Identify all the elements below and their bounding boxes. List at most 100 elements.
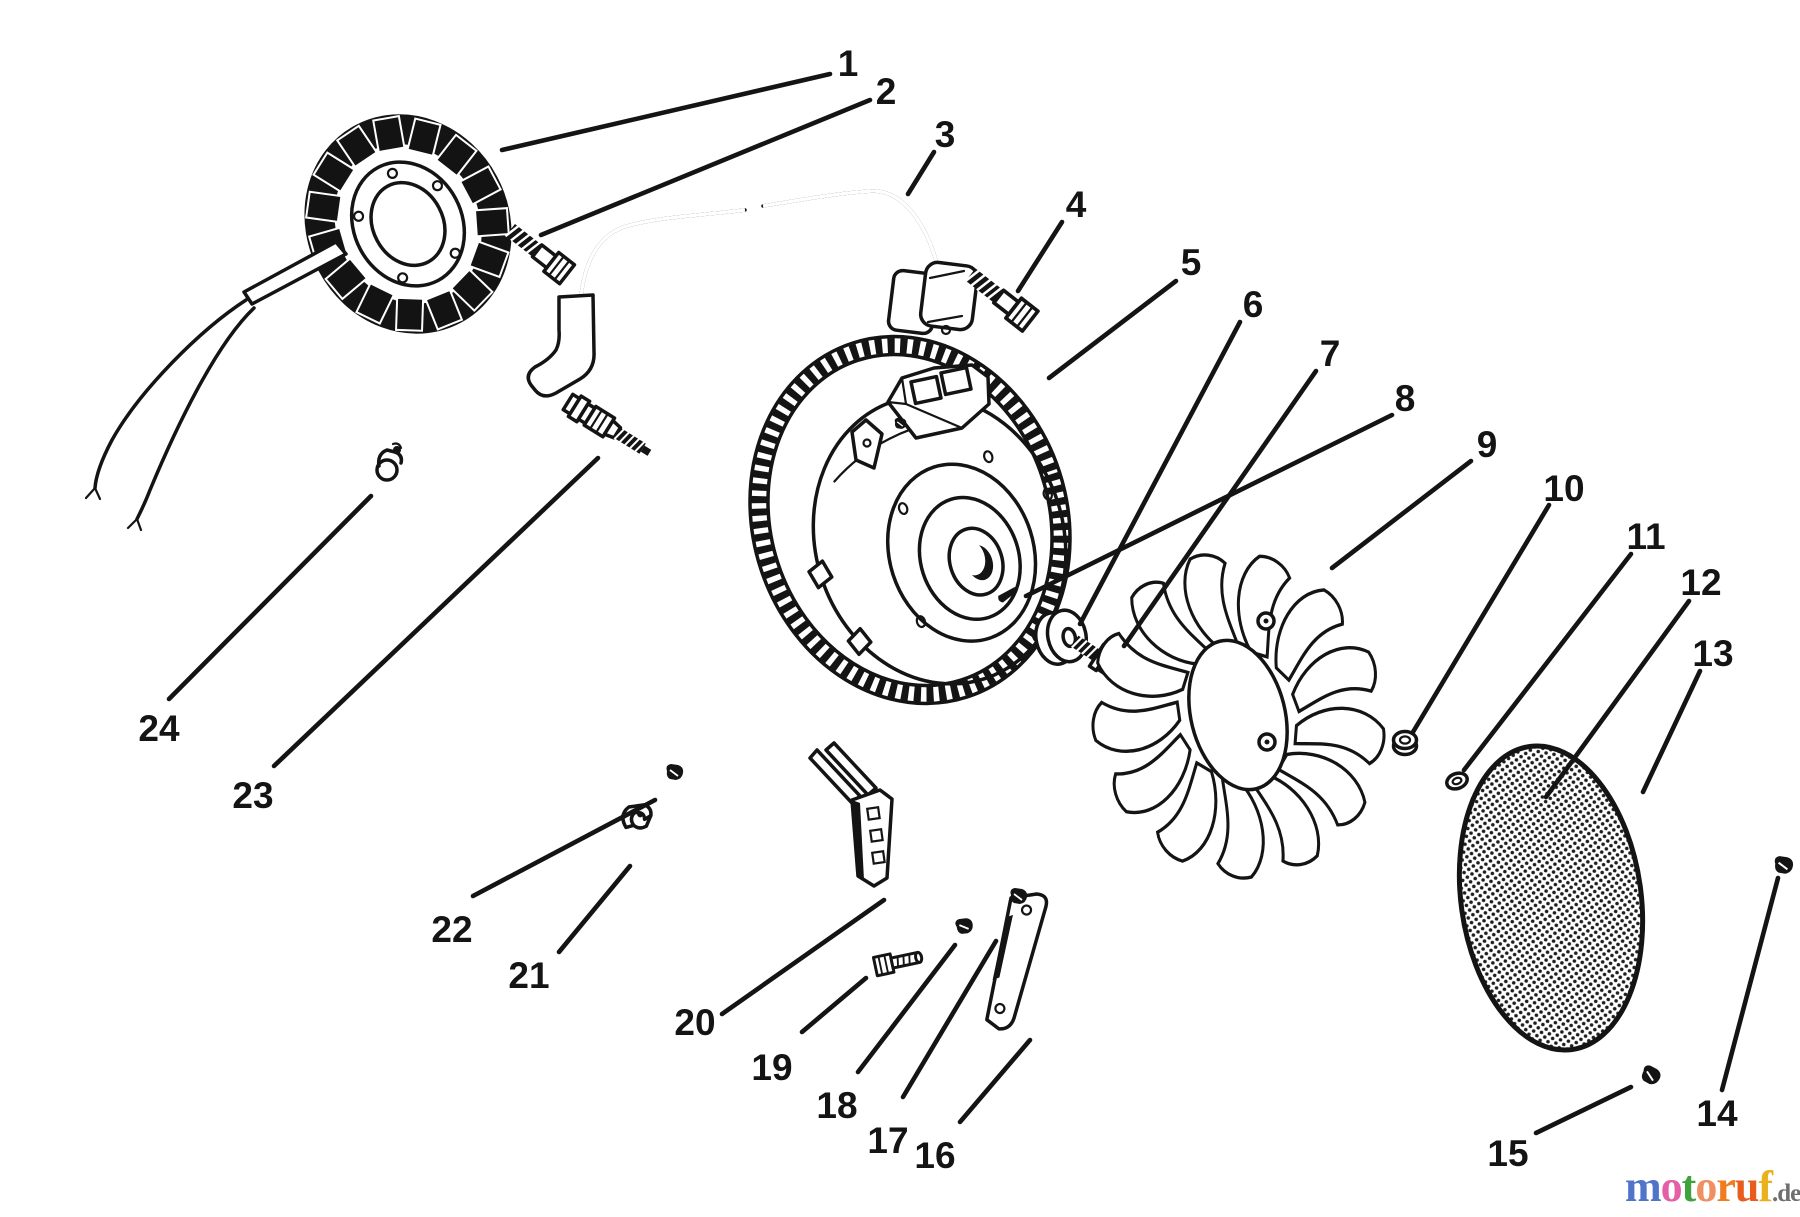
callout-17-label: 17 bbox=[867, 1120, 908, 1161]
callout-22-label: 22 bbox=[431, 909, 472, 950]
intake-screen bbox=[1456, 743, 1646, 1053]
fan-hub-ears bbox=[1256, 611, 1277, 752]
stator-coil bbox=[335, 124, 379, 169]
stator-coil bbox=[424, 288, 464, 331]
callout-24-line bbox=[166, 493, 374, 702]
callout-7-line bbox=[1121, 368, 1319, 649]
small-hex-bolt bbox=[871, 950, 924, 978]
callout-24-label: 24 bbox=[138, 708, 180, 749]
callout-5-line bbox=[1046, 278, 1179, 381]
bracket-screw-upper bbox=[1009, 887, 1029, 905]
stator-coil bbox=[458, 165, 502, 206]
callout-21-line bbox=[556, 863, 633, 955]
callout-15-line bbox=[1533, 1084, 1634, 1136]
spark-plug bbox=[561, 392, 652, 456]
callout-2-line bbox=[538, 97, 873, 238]
retainer-clip bbox=[621, 803, 653, 830]
bracket-screw-lower bbox=[953, 915, 976, 937]
callout-2-label: 2 bbox=[876, 71, 897, 112]
woodruff-key bbox=[998, 587, 1018, 603]
watermark-letter: o bbox=[1661, 1162, 1682, 1211]
screen-clip bbox=[1638, 1062, 1664, 1088]
callout-7-label: 7 bbox=[1320, 333, 1341, 374]
callout-10-label: 10 bbox=[1543, 468, 1584, 509]
watermark-letter: o bbox=[1695, 1162, 1716, 1211]
callout-14-label: 14 bbox=[1696, 1093, 1738, 1134]
fan-blade bbox=[1090, 698, 1183, 755]
watermark-letter: r bbox=[1716, 1162, 1735, 1211]
flywheel bbox=[748, 334, 1072, 706]
callout-21-label: 21 bbox=[508, 955, 549, 996]
screen-screw bbox=[1773, 855, 1795, 875]
stator-coil bbox=[372, 114, 406, 154]
callout-23-label: 23 bbox=[232, 775, 273, 816]
callout-20-label: 20 bbox=[674, 1002, 715, 1043]
callout-6-label: 6 bbox=[1243, 284, 1264, 325]
callout-1-label: 1 bbox=[838, 43, 859, 84]
stator-bolt bbox=[501, 218, 577, 286]
callout-3-label: 3 bbox=[935, 114, 956, 155]
callout-18-line bbox=[855, 942, 958, 1075]
stator-coil bbox=[312, 151, 356, 194]
spark-plug-boot bbox=[526, 293, 596, 398]
callout-3-line bbox=[905, 149, 937, 197]
stator-coil bbox=[434, 133, 478, 178]
callout-8-label: 8 bbox=[1395, 378, 1416, 419]
callout-4-line bbox=[1015, 219, 1065, 294]
watermark-letter: m bbox=[1625, 1162, 1661, 1211]
callout-20-line bbox=[719, 897, 887, 1017]
fan-nut bbox=[1391, 729, 1419, 757]
callout-16-line bbox=[957, 1037, 1033, 1125]
stator-coil bbox=[355, 282, 396, 325]
watermark-letter: f bbox=[1758, 1162, 1774, 1211]
callout-15-label: 15 bbox=[1487, 1133, 1528, 1174]
callout-12-label: 12 bbox=[1680, 562, 1721, 603]
module-bracket bbox=[850, 418, 884, 470]
callout-11-line bbox=[1461, 551, 1634, 773]
small-washer bbox=[1445, 771, 1469, 791]
stator-coil bbox=[468, 240, 510, 279]
flywheel-washer bbox=[1034, 608, 1088, 666]
callout-12-line bbox=[1543, 598, 1692, 800]
watermark-letter: t bbox=[1682, 1162, 1697, 1211]
stator-lead-wires bbox=[84, 240, 348, 532]
callout-8-line bbox=[1023, 412, 1395, 599]
stator-coil bbox=[324, 257, 369, 301]
stator-coil bbox=[473, 207, 510, 238]
callout-1-line bbox=[499, 71, 833, 153]
callout-13-line bbox=[1640, 668, 1703, 795]
coil-bracket bbox=[808, 741, 894, 888]
callout-10-line bbox=[1410, 502, 1552, 735]
ignition-coil bbox=[886, 260, 980, 336]
side-bracket bbox=[985, 892, 1049, 1031]
callout-9-label: 9 bbox=[1477, 424, 1498, 465]
callout-6-line bbox=[1077, 319, 1243, 627]
watermark-letter: u bbox=[1735, 1162, 1759, 1211]
callout-4-label: 4 bbox=[1066, 184, 1087, 225]
wire-hook-clip bbox=[375, 442, 404, 482]
watermark-suffix: .de bbox=[1772, 1180, 1800, 1207]
ignition-module bbox=[886, 363, 991, 440]
watermark-motoruf: motoruf.de bbox=[1625, 1162, 1800, 1211]
callout-18-label: 18 bbox=[816, 1085, 857, 1126]
callout-9-line bbox=[1329, 458, 1474, 571]
callout-5-label: 5 bbox=[1181, 242, 1202, 283]
cooling-fan bbox=[1089, 548, 1390, 883]
callout-19-line bbox=[799, 975, 869, 1035]
callout-14-line bbox=[1719, 875, 1781, 1093]
callout-16-label: 16 bbox=[914, 1135, 955, 1176]
stator-coil bbox=[304, 190, 343, 224]
stator-coil bbox=[406, 117, 442, 158]
stator bbox=[304, 114, 512, 334]
callout-11-label: 11 bbox=[1626, 516, 1665, 557]
callout-22-line bbox=[470, 797, 658, 899]
callout-23-line bbox=[271, 455, 601, 769]
stator-coil bbox=[395, 296, 425, 332]
callout-13-label: 13 bbox=[1692, 633, 1733, 674]
callout-17-line bbox=[900, 938, 999, 1100]
spark-plug-lead bbox=[579, 189, 940, 298]
stator-coil bbox=[449, 268, 494, 313]
